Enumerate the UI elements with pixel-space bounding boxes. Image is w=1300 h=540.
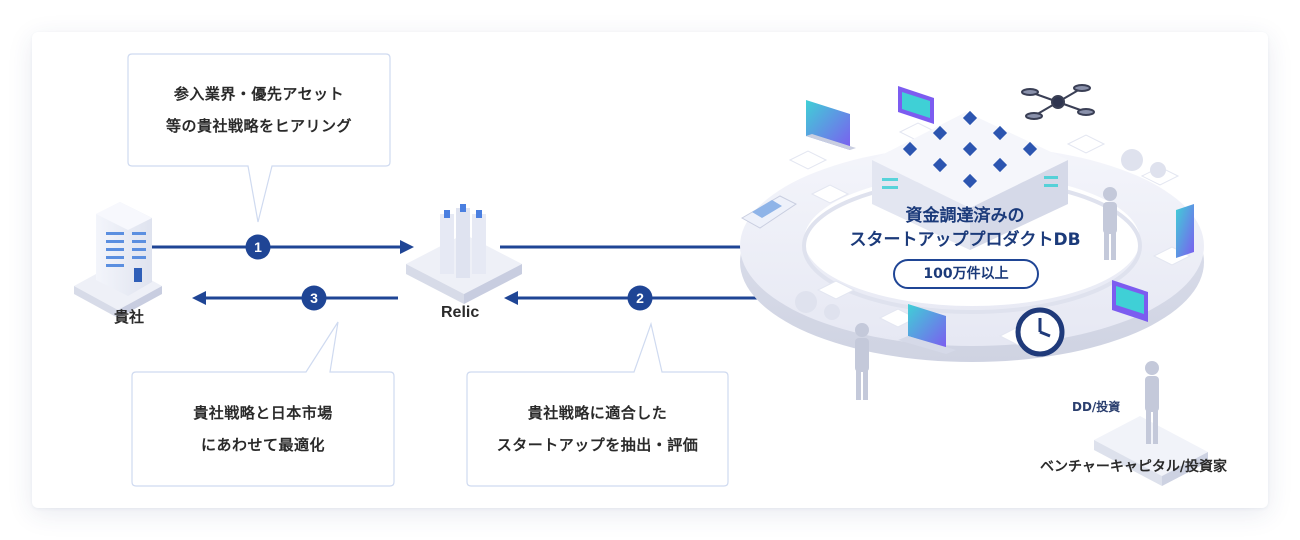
step-badge-2: [627, 285, 653, 311]
evaluate-bubble-text: 貴社戦略に適合した スタートアップを抽出・評価: [467, 397, 728, 461]
investment-tag: DD/投資: [1072, 400, 1121, 414]
database-title-line-1: 資金調達済みの: [905, 206, 1025, 226]
optimize-line-2: にあわせて最適化: [200, 436, 325, 454]
database-title: 資金調達済みの スタートアッププロダクトDB: [820, 204, 1110, 252]
hearing-line-2: 等の貴社戦略をヒアリング: [165, 117, 352, 135]
evaluate-line-2: スタートアップを抽出・評価: [496, 436, 699, 454]
relic-label: Relic: [441, 304, 480, 321]
optimize-bubble-text: 貴社戦略と日本市場 にあわせて最適化: [132, 397, 394, 461]
investor-label: ベンチャーキャピタル/投資家: [1040, 459, 1227, 475]
step-1-label: 1: [254, 239, 262, 255]
step-2-label: 2: [636, 290, 644, 306]
hearing-bubble-text: 参入業界・優先アセット 等の貴社戦略をヒアリング: [128, 78, 390, 142]
optimize-bubble: [131, 321, 395, 487]
client-label: 貴社: [114, 308, 145, 326]
client-building-icon: [74, 202, 162, 318]
evaluate-bubble: [466, 321, 729, 487]
database-count-badge: 100万件以上: [893, 259, 1039, 289]
optimize-line-1: 貴社戦略と日本市場: [193, 404, 333, 422]
step-badge-3: [301, 285, 327, 311]
relic-building-icon: [406, 204, 522, 304]
step-badge-1: [245, 234, 271, 260]
database-title-line-2: スタートアッププロダクトDB: [849, 230, 1081, 250]
hearing-line-1: 参入業界・優先アセット: [173, 85, 345, 103]
hearing-bubble: [127, 53, 391, 223]
arrowheads: [192, 240, 518, 305]
evaluate-line-1: 貴社戦略に適合した: [527, 404, 668, 422]
step-3-label: 3: [310, 290, 318, 306]
investor-platform: [1094, 361, 1208, 486]
